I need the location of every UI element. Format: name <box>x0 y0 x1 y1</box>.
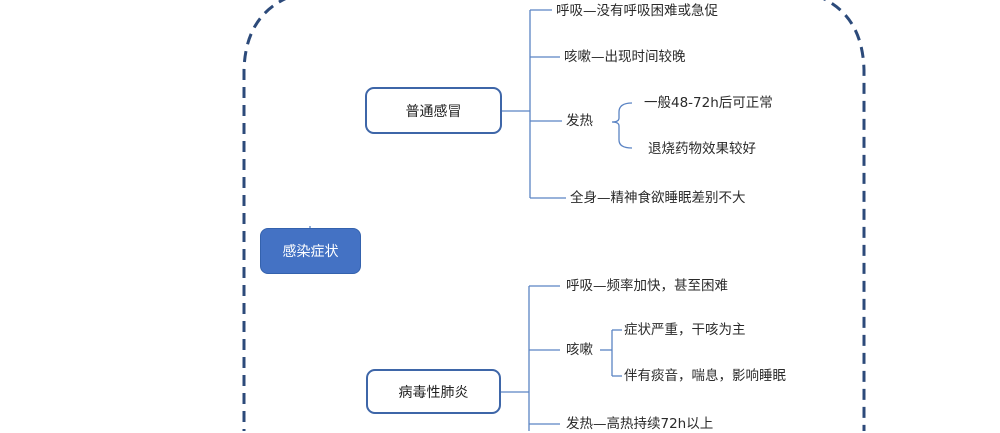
viral-pneumonia-cough-detail-2: 伴有痰音，喘息，影响睡眠 <box>622 367 788 385</box>
common-cold-connectors <box>502 9 633 199</box>
common-cold-fever-detail-1: 一般48-72h后可正常 <box>642 94 775 112</box>
common-cold-breathing: 呼吸—没有呼吸困难或急促 <box>554 2 720 20</box>
viral-pneumonia-fever: 发热—高热持续72h以上 <box>564 415 716 433</box>
viral-pneumonia-label: 病毒性肺炎 <box>398 384 469 401</box>
common-cold-fever: 发热 <box>564 112 595 130</box>
viral-pneumonia-node[interactable]: 病毒性肺炎 <box>366 369 501 414</box>
viral-pneumonia-connectors <box>501 285 622 431</box>
viral-pneumonia-cough-detail-1: 症状严重，干咳为主 <box>622 321 748 339</box>
root-node[interactable]: 感染症状 <box>260 228 361 274</box>
viral-pneumonia-breathing: 呼吸—频率加快，甚至困难 <box>564 277 730 295</box>
common-cold-label: 普通感冒 <box>405 103 462 120</box>
common-cold-whole-body: 全身—精神食欲睡眠差别不大 <box>568 189 748 207</box>
common-cold-node[interactable]: 普通感冒 <box>365 87 502 134</box>
viral-pneumonia-cough: 咳嗽 <box>564 341 595 359</box>
dashed-frame <box>242 0 866 431</box>
root-node-label: 感染症状 <box>282 244 339 260</box>
common-cold-cough: 咳嗽—出现时间较晚 <box>562 48 688 66</box>
common-cold-fever-detail-2: 退烧药物效果较好 <box>646 140 758 158</box>
